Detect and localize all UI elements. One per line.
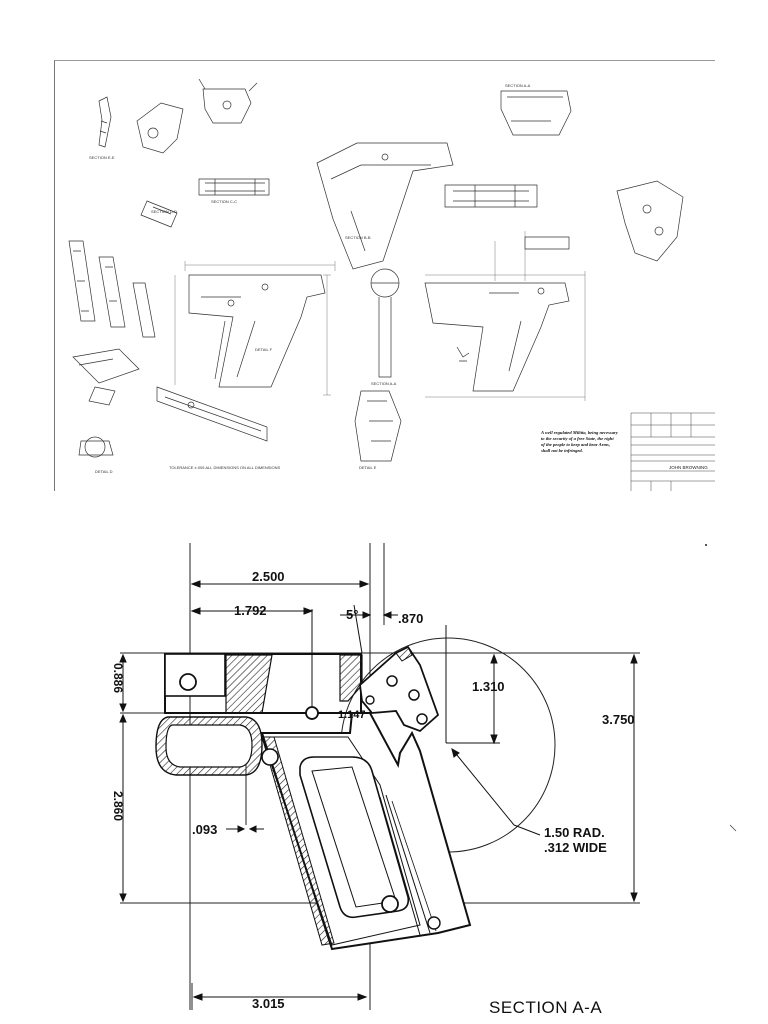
dim-093-line <box>226 825 264 833</box>
label-section-a-small: SECTION A-A <box>371 381 397 386</box>
label-section-b: SECTION B-B <box>345 235 371 240</box>
note-line-4: shall not be infringed. <box>540 448 583 453</box>
label-section-a-top: SECTION A-A <box>505 83 531 88</box>
dim-3015: 3.015 <box>252 996 285 1011</box>
dim-2500: 2.500 <box>252 569 285 584</box>
dim-1310: 1.310 <box>472 679 505 694</box>
part-frame-side-right <box>424 236 570 392</box>
part-trigger-bow <box>72 348 140 406</box>
label-detail-f: DETAIL F <box>255 347 273 352</box>
note-line-2: to the security of a free State, the rig… <box>541 436 614 441</box>
scan-mark <box>729 824 737 832</box>
part-frame-side-left <box>188 274 326 388</box>
label-section-e: SECTION E-E <box>89 155 115 160</box>
dim-1792-line <box>190 607 314 720</box>
part-frame-rail-section <box>198 178 270 196</box>
label-tolerance: TOLERANCE ±.005 ALL DIMENSIONS ON ALL DI… <box>169 465 281 470</box>
dim-1147: 1.147 <box>338 709 366 721</box>
note-line-1: A well regulated Militia, being necessar… <box>540 430 619 435</box>
section-detail: 2.500 1.792 5° .870 1.310 <box>0 505 768 1024</box>
label-section-d: SECTION D-D <box>151 209 177 214</box>
part-frame-iso-top <box>316 142 454 270</box>
dim-wide: .312 WIDE <box>544 840 607 855</box>
dim-870: .870 <box>398 611 423 626</box>
part-section-a-bottom <box>354 390 402 462</box>
part-mag-catch-top <box>500 90 572 136</box>
part-slide-stop-round <box>370 268 400 378</box>
title-block-name: JOHN BROWNING <box>669 465 708 470</box>
grip-frame <box>260 712 472 951</box>
dim-093: .093 <box>192 822 217 837</box>
part-slide-section <box>444 184 538 208</box>
trigger-guard <box>155 716 263 776</box>
label-detail-d: DETAIL D <box>95 469 113 474</box>
part-slide-stop-top <box>198 78 258 124</box>
part-plunger-tube <box>156 386 268 442</box>
dim-0886: 0.886 <box>111 663 125 693</box>
part-mainspring-housing <box>68 240 156 338</box>
section-detail-svg: 2.500 1.792 5° .870 1.310 <box>111 543 737 1017</box>
frame-rail-block <box>164 653 363 714</box>
drawing-sheet-svg: SECTION E-E SECTION D-D SECTION C-C SECT… <box>68 78 715 491</box>
dims-frame-left <box>174 261 336 396</box>
part-disconnector <box>136 102 184 154</box>
dim-3750-line <box>630 653 638 903</box>
dim-2500-line <box>190 580 370 588</box>
dim-5-870-lines <box>340 604 398 654</box>
radius-leader <box>451 747 541 836</box>
dim-3750: 3.750 <box>602 712 635 727</box>
title-block <box>630 412 715 491</box>
dim-1792: 1.792 <box>234 603 267 618</box>
label-detail-e: DETAIL E <box>359 465 377 470</box>
dim-5-degrees: 5° <box>346 607 358 622</box>
drawing-sheet: SECTION E-E SECTION D-D SECTION C-C SECT… <box>54 60 715 491</box>
dims-frame-right <box>425 231 586 401</box>
dim-1310-line <box>445 625 500 745</box>
part-small-block <box>140 200 178 228</box>
part-small-pin <box>456 346 470 362</box>
dim-2860: 2.860 <box>111 791 125 821</box>
dim-2860-line <box>119 713 127 903</box>
part-sear-small <box>98 96 112 148</box>
scan-dot <box>705 544 707 546</box>
hammer-sear-plate <box>359 645 440 733</box>
dim-3015-line <box>192 993 368 1001</box>
note-line-3: of the people to keep and bear Arms, <box>541 442 610 447</box>
part-thumb-safety <box>78 436 114 458</box>
label-section-c: SECTION C-C <box>211 199 237 204</box>
section-a-a-label: SECTION A-A <box>489 998 602 1017</box>
dim-radius: 1.50 RAD. <box>544 825 605 840</box>
part-grip-safety <box>616 180 684 262</box>
hole-1792 <box>305 706 319 720</box>
dim-0886-line <box>119 653 127 713</box>
